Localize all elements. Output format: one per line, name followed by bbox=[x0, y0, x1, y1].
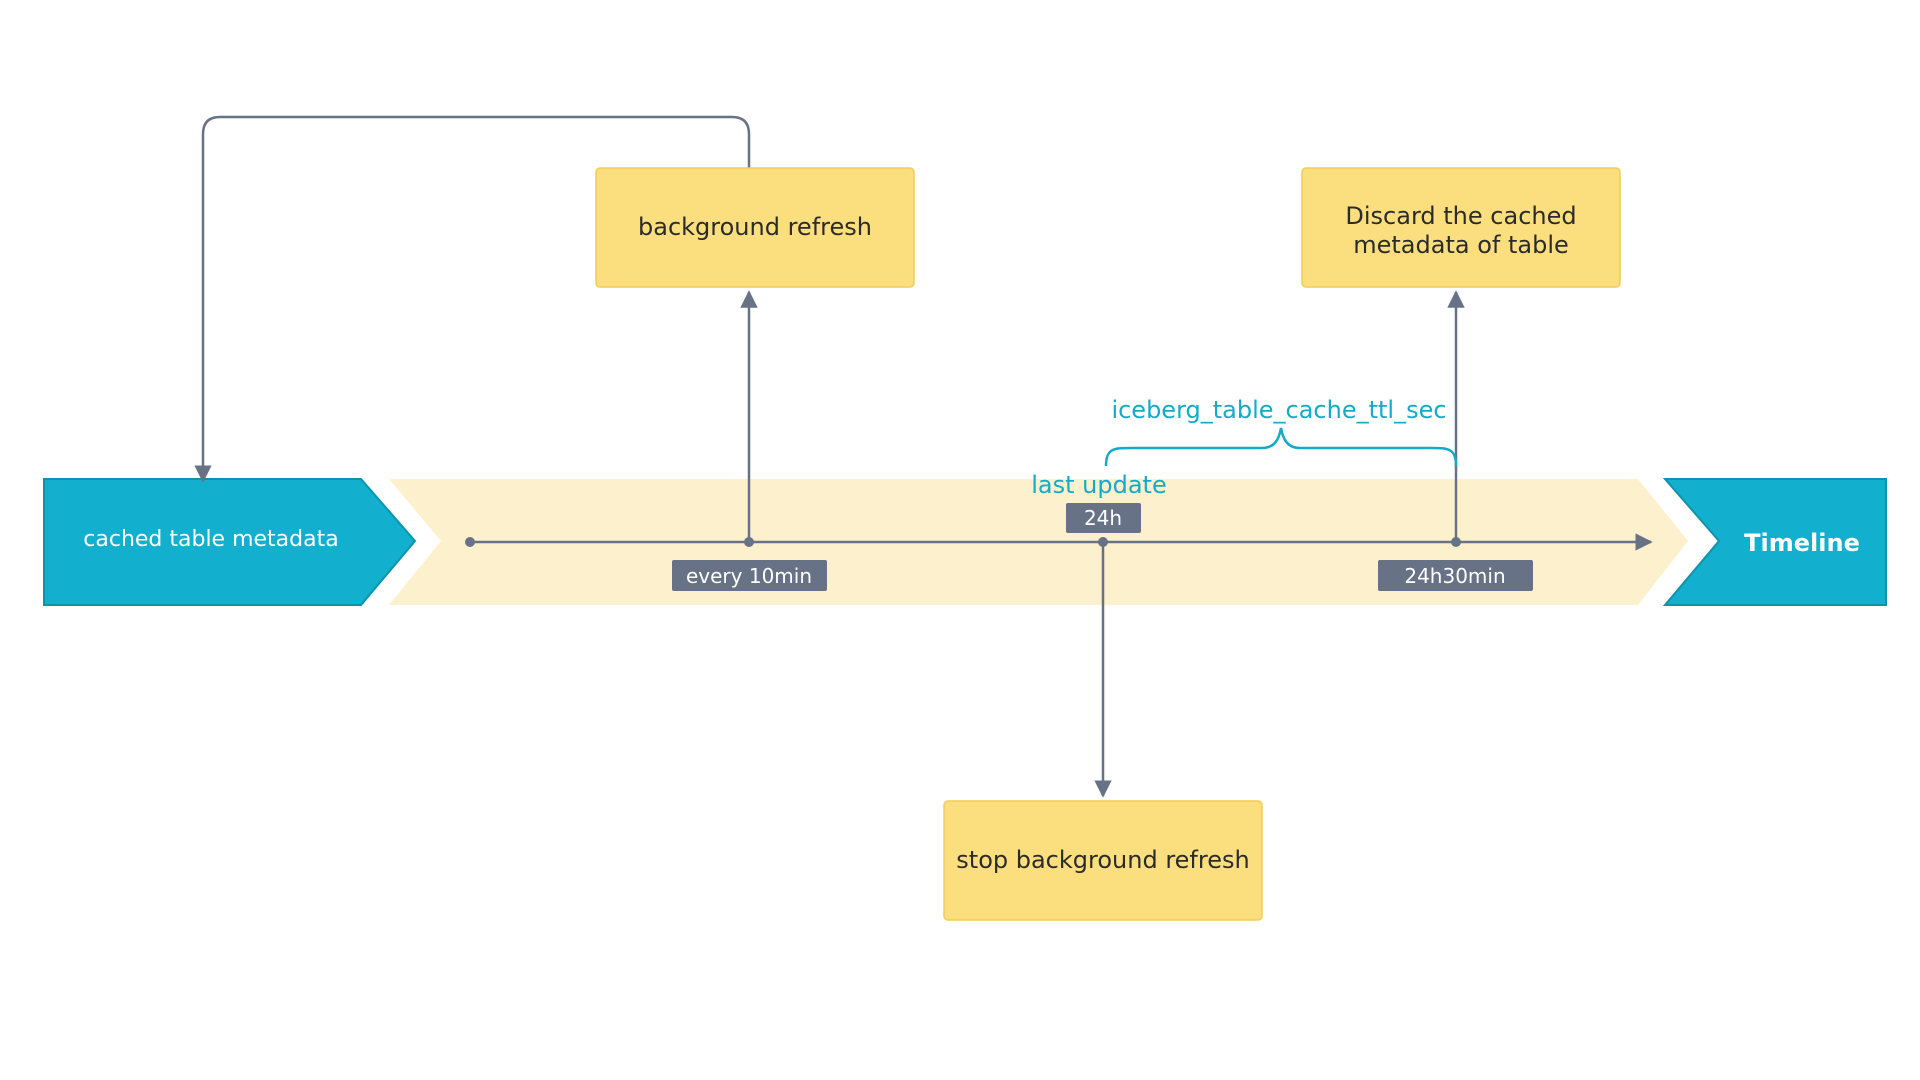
ttl-brace bbox=[1104, 427, 1458, 467]
discard-metadata-box bbox=[1301, 167, 1621, 288]
tag-24h30min-label: 24h30min bbox=[1404, 564, 1505, 588]
timeline-start-dot bbox=[465, 537, 475, 547]
tag-every-10min bbox=[672, 560, 827, 591]
cached-metadata-label: cached table metadata bbox=[83, 527, 338, 552]
background-refresh-box bbox=[595, 167, 915, 288]
refresh-loop-connector bbox=[194, 115, 751, 483]
stop-refresh-box bbox=[943, 800, 1263, 921]
cached-metadata-chevron bbox=[43, 478, 417, 606]
tag-24h-label: 24h bbox=[1084, 506, 1122, 530]
stop-refresh-label: stop background refresh bbox=[956, 846, 1249, 874]
tag-every-10min-label: every 10min bbox=[686, 564, 812, 588]
background-refresh-label: background refresh bbox=[638, 213, 872, 241]
timeline-label: Timeline bbox=[1744, 529, 1860, 557]
discard-metadata-label-line2: metadata of table bbox=[1353, 231, 1569, 259]
ttl-param-label: iceberg_table_cache_ttl_sec bbox=[1111, 396, 1446, 424]
tag-24h bbox=[1066, 503, 1141, 533]
last-update-label: last update bbox=[1031, 471, 1166, 499]
discard-metadata-label-line1: Discard the cached bbox=[1345, 202, 1576, 230]
timeline-chevron bbox=[1662, 478, 1887, 606]
tag-24h30min bbox=[1378, 560, 1533, 591]
